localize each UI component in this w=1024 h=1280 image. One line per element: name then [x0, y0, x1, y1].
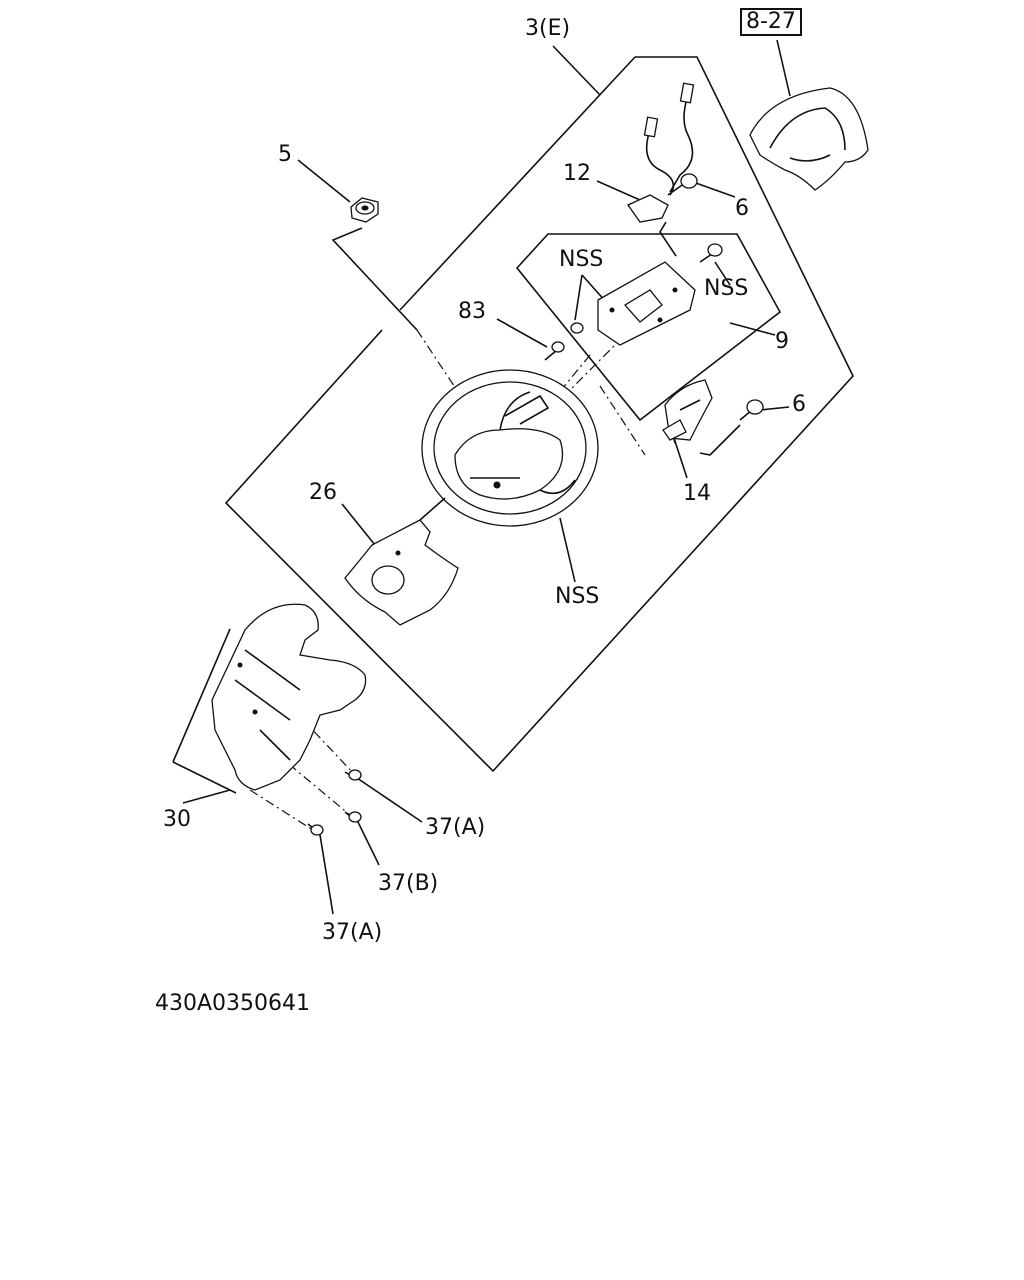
callout-nss-top: NSS [559, 247, 604, 272]
bracket-9 [597, 261, 696, 346]
column-cover-30 [211, 603, 367, 791]
callout-30: 30 [163, 807, 191, 832]
callout-nss-wheel: NSS [555, 584, 600, 609]
subassembly-outline-9 [515, 233, 782, 422]
screw-83 [544, 341, 565, 361]
switch-14 [662, 379, 713, 441]
callout-37a-upper: 37(A) [425, 815, 486, 840]
callout-37a-lower: 37(A) [322, 920, 383, 945]
screw-37a-upper [344, 769, 362, 781]
cover-26 [344, 497, 459, 626]
assembly-label: 3(E) [525, 16, 571, 41]
callout-37b: 37(B) [378, 871, 439, 896]
callout-6-lower: 6 [792, 392, 806, 417]
harness-12 [627, 82, 695, 223]
callout-83: 83 [458, 299, 486, 324]
screw-nss-right [699, 243, 723, 263]
assembly-outline [224, 56, 854, 773]
callout-6-upper: 6 [735, 196, 749, 221]
reference-label: 8-27 [740, 8, 802, 36]
callout-12: 12 [563, 161, 591, 186]
screw-6-lower [739, 399, 764, 421]
callout-14: 14 [683, 481, 711, 506]
screw-37a-lower [307, 823, 324, 836]
diagram-id: 430A0350641 [155, 991, 311, 1016]
callout-5: 5 [278, 142, 292, 167]
callout-26: 26 [309, 480, 337, 505]
horn-pad-8-27 [749, 87, 869, 191]
callout-nss-right: NSS [704, 276, 749, 301]
screw-37b [344, 811, 362, 823]
leader-lines [172, 39, 791, 915]
steering-wheel [421, 369, 599, 527]
callout-9: 9 [775, 329, 789, 354]
screw-nss-top [570, 322, 584, 334]
screw-6-upper [667, 173, 698, 196]
nut-5 [350, 197, 379, 223]
